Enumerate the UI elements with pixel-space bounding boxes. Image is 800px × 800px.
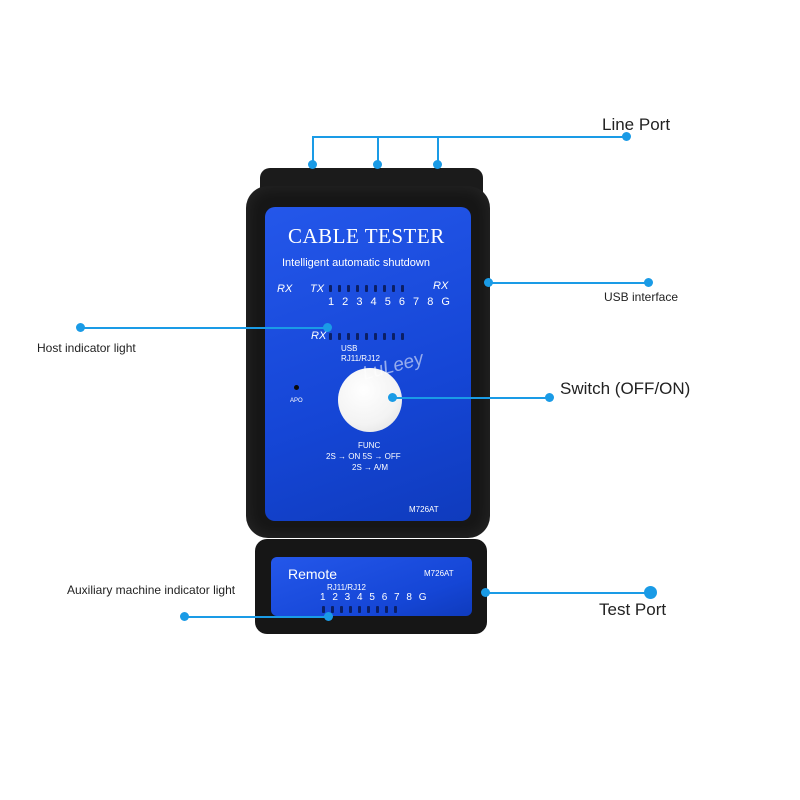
line-port-label: Line Port — [602, 115, 671, 134]
led — [358, 606, 361, 613]
line-port-callout-line — [312, 136, 627, 138]
tx-label: TX — [310, 283, 325, 295]
rj-label: RJ11/RJ12 — [341, 354, 380, 363]
auxiliary-indicator-label: Auxiliary machine indicator light — [67, 583, 236, 597]
led — [401, 333, 404, 340]
usb-label: USB — [341, 344, 358, 353]
remote-model: M726AT — [424, 569, 454, 578]
pin-digits: 1 2 3 4 5 6 7 8 G — [328, 296, 453, 308]
led — [365, 333, 368, 340]
switch-end-dot — [545, 393, 554, 402]
led — [383, 285, 386, 292]
led — [356, 333, 359, 340]
test-port-callout-line — [485, 592, 650, 594]
led — [401, 285, 404, 292]
led — [374, 333, 377, 340]
line-port-end-dot — [622, 132, 631, 141]
host-callout-line — [80, 327, 327, 329]
line-port-dot — [308, 160, 317, 169]
apo-label: APO — [290, 398, 303, 404]
led — [349, 606, 352, 613]
device-title: CABLE TESTER — [288, 224, 445, 248]
rx-right-label: RX — [433, 280, 449, 292]
led — [374, 285, 377, 292]
usb-interface-label: USB interface — [604, 290, 679, 304]
led — [322, 606, 325, 613]
led — [367, 606, 370, 613]
aux-dot — [324, 612, 333, 621]
test-port-label: Test Port — [599, 600, 667, 619]
led — [347, 333, 350, 340]
remote-pin-digits: 1 2 3 4 5 6 7 8 G — [320, 592, 429, 603]
line-port-dot — [433, 160, 442, 169]
remote-label: Remote — [288, 566, 338, 582]
led — [338, 333, 341, 340]
remote-led-row — [322, 606, 397, 613]
switch-dot — [388, 393, 397, 402]
main-unit-panel — [265, 207, 471, 521]
led — [340, 606, 343, 613]
led — [394, 606, 397, 613]
led — [338, 285, 341, 292]
led — [356, 285, 359, 292]
led — [383, 333, 386, 340]
aux-end-dot — [180, 612, 189, 621]
line-port-drop-3 — [437, 136, 439, 164]
remote-rj-label: RJ11/RJ12 — [327, 583, 366, 592]
rx-left-label: RX — [277, 283, 293, 295]
func-line1: 2S → ON 5S → OFF — [326, 452, 401, 461]
led — [331, 606, 334, 613]
host-end-dot — [76, 323, 85, 332]
line-port-dot — [373, 160, 382, 169]
test-port-dot — [481, 588, 490, 597]
test-port-end-dot — [644, 586, 657, 599]
led — [329, 333, 332, 340]
switch-label: Switch (OFF/ON) — [560, 379, 691, 398]
host-indicator-label: Host indicator light — [37, 341, 136, 355]
apo-led — [294, 385, 299, 390]
usb-callout-line — [489, 282, 649, 284]
led — [347, 285, 350, 292]
usb-end-dot — [644, 278, 653, 287]
led — [365, 285, 368, 292]
func-label: FUNC — [358, 441, 381, 450]
device-subtitle: Intelligent automatic shutdown — [282, 257, 430, 269]
switch-callout-line — [392, 397, 550, 399]
rx-second-label: RX — [311, 330, 327, 342]
aux-callout-line — [184, 616, 328, 618]
line-port-drop-2 — [377, 136, 379, 164]
led — [329, 285, 332, 292]
usb-dot — [484, 278, 493, 287]
host-dot — [323, 323, 332, 332]
line-port-drop-1 — [312, 136, 314, 164]
tx-led-row — [329, 285, 404, 292]
func-line2: 2S → A/M — [352, 463, 389, 472]
device-model: M726AT — [409, 505, 439, 514]
led — [376, 606, 379, 613]
led — [392, 285, 395, 292]
host-led-row — [329, 333, 404, 340]
led — [392, 333, 395, 340]
remote-unit-panel — [271, 557, 472, 616]
led — [385, 606, 388, 613]
